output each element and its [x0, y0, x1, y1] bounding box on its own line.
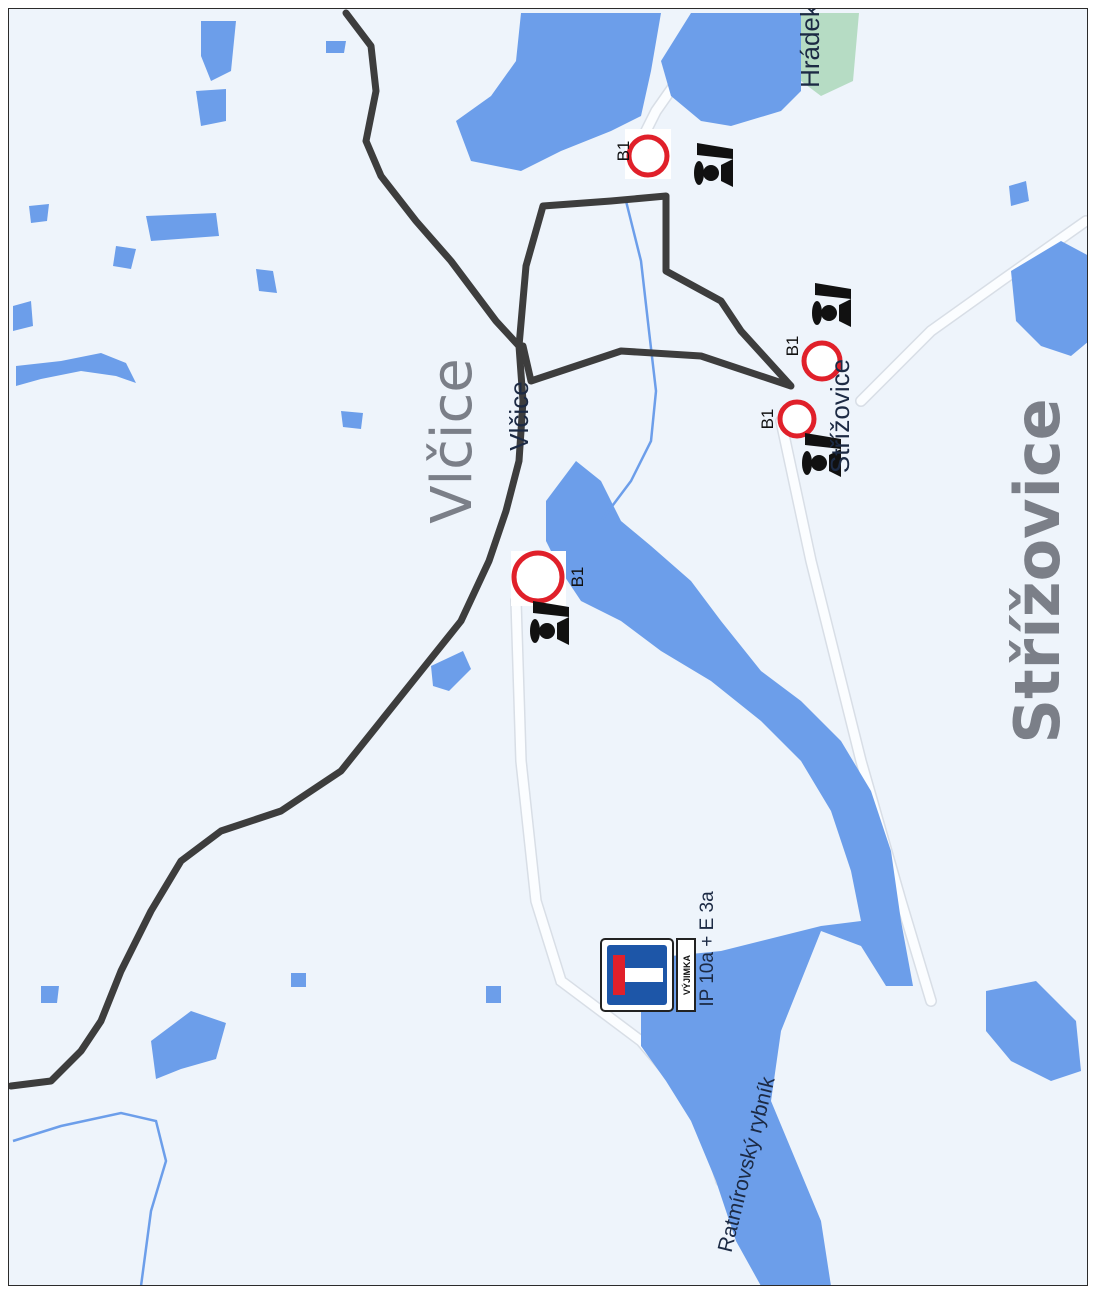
pond-east	[1011, 241, 1087, 356]
town-label-strizovice: Střížovice	[1001, 398, 1074, 743]
map-frame: B1 B1 B1 B1	[8, 8, 1088, 1286]
place-label-hradek: Hrádek	[795, 9, 825, 88]
dead-end-sign-icon: VÝJIMKA	[600, 938, 696, 1012]
stream	[600, 200, 658, 522]
police-officer-icon	[694, 143, 733, 187]
ratmirovsky-pond	[546, 461, 913, 1285]
stream-west	[12, 1111, 168, 1285]
police-officer-icon	[812, 283, 851, 327]
dead-end-sign-label: IP 10a + E 3a	[697, 891, 718, 1007]
prohibition-sign-icon	[777, 399, 817, 439]
police-officer-icon	[802, 433, 841, 477]
prohibition-sign-icon	[511, 550, 566, 606]
police-officer-icon	[530, 601, 569, 645]
forest-area	[801, 13, 859, 96]
route-loop-north	[515, 192, 795, 390]
dead-end-plate: VÝJIMKA	[681, 954, 692, 995]
water-bodies	[13, 13, 1087, 1285]
prohibition-sign-icon	[801, 340, 843, 382]
town-label-vlcice-small: Vlčice	[504, 381, 534, 450]
pond-south-east	[986, 981, 1081, 1081]
route-main	[9, 9, 527, 1090]
sign-label-b1-south-a: B1	[758, 409, 777, 430]
pond-north-east	[661, 13, 801, 126]
sign-label-b1-north: B1	[614, 141, 633, 162]
town-label-strizovice-small: Střížovice	[825, 359, 855, 473]
sign-label-b1-west: B1	[568, 567, 587, 588]
town-label-vlcice: Vlčice	[420, 358, 485, 523]
sign-label-b1-south-b: B1	[783, 336, 802, 357]
map-canvas: B1 B1 B1 B1	[9, 9, 1087, 1285]
prohibition-sign-icon	[625, 129, 671, 179]
pond-north	[456, 13, 661, 171]
